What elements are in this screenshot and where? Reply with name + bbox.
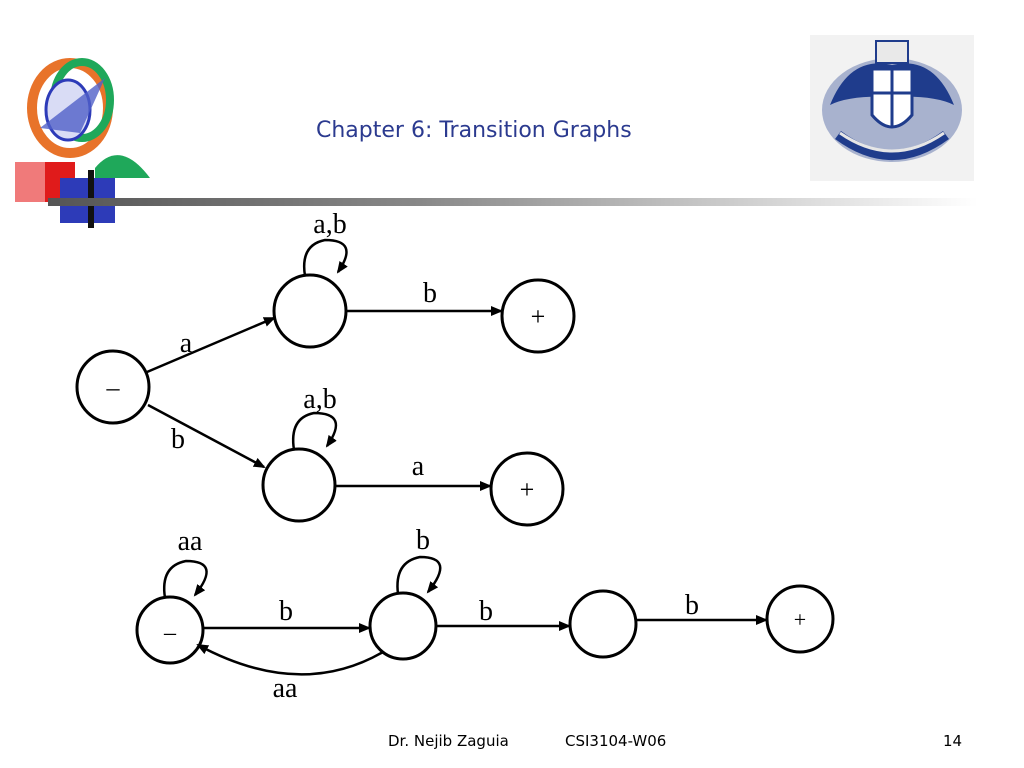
university-logo-left	[15, 58, 150, 228]
footer-course: CSI3104-W06	[565, 732, 667, 750]
bottom-third-to-final-label: b	[685, 590, 699, 621]
top-start-to-upper-label: a	[180, 328, 193, 359]
footer-author: Dr. Nejib Zaguia	[388, 732, 509, 750]
university-crest-right	[810, 35, 974, 181]
top-upper-loop-label: a,b	[313, 209, 346, 240]
top-start-to-upper-edge	[146, 316, 276, 374]
top-start-state: –	[75, 349, 151, 425]
header-divider	[48, 198, 978, 206]
top-start-to-lower-label: b	[171, 424, 185, 455]
slide-title: Chapter 6: Transition Graphs	[316, 118, 632, 143]
bottom-start-loop-label: aa	[178, 526, 203, 557]
bottom-start-state-label: –	[163, 620, 177, 646]
bottom-start-state: –	[135, 595, 205, 665]
footer-page-number: 14	[943, 732, 963, 750]
top-lower-final-state: +	[489, 451, 565, 527]
bottom-second-to-start-edge	[196, 643, 384, 676]
top-upper-to-final-label: b	[423, 278, 437, 309]
top-start-state-label: –	[106, 373, 121, 402]
top-start-to-lower-edge	[147, 403, 266, 469]
bottom-second-loop-label: b	[416, 525, 430, 556]
top-lower-middle-state	[261, 447, 337, 523]
top-lower-loop-label: a,b	[303, 384, 336, 415]
top-upper-middle-state	[272, 273, 348, 349]
top-upper-self-loop	[302, 238, 348, 277]
bottom-third-state	[568, 589, 638, 659]
top-lower-final-state-label: +	[520, 475, 535, 504]
bottom-final-state: +	[765, 584, 835, 654]
top-lower-self-loop	[291, 411, 338, 451]
top-upper-final-state: +	[500, 278, 576, 354]
bottom-final-state-label: +	[794, 607, 806, 632]
bottom-start-to-second-label: b	[279, 596, 293, 627]
bottom-second-to-start-label: aa	[273, 673, 298, 704]
bottom-second-to-third-label: b	[479, 596, 493, 627]
bottom-transition-graph: – + aa b b b	[135, 525, 835, 704]
bottom-second-state	[368, 591, 438, 661]
top-lower-to-final-label: a	[412, 451, 425, 482]
top-upper-final-state-label: +	[531, 302, 546, 331]
bottom-start-self-loop	[162, 559, 208, 599]
bottom-second-self-loop	[396, 555, 442, 595]
top-transition-graph: – + +	[75, 209, 576, 527]
